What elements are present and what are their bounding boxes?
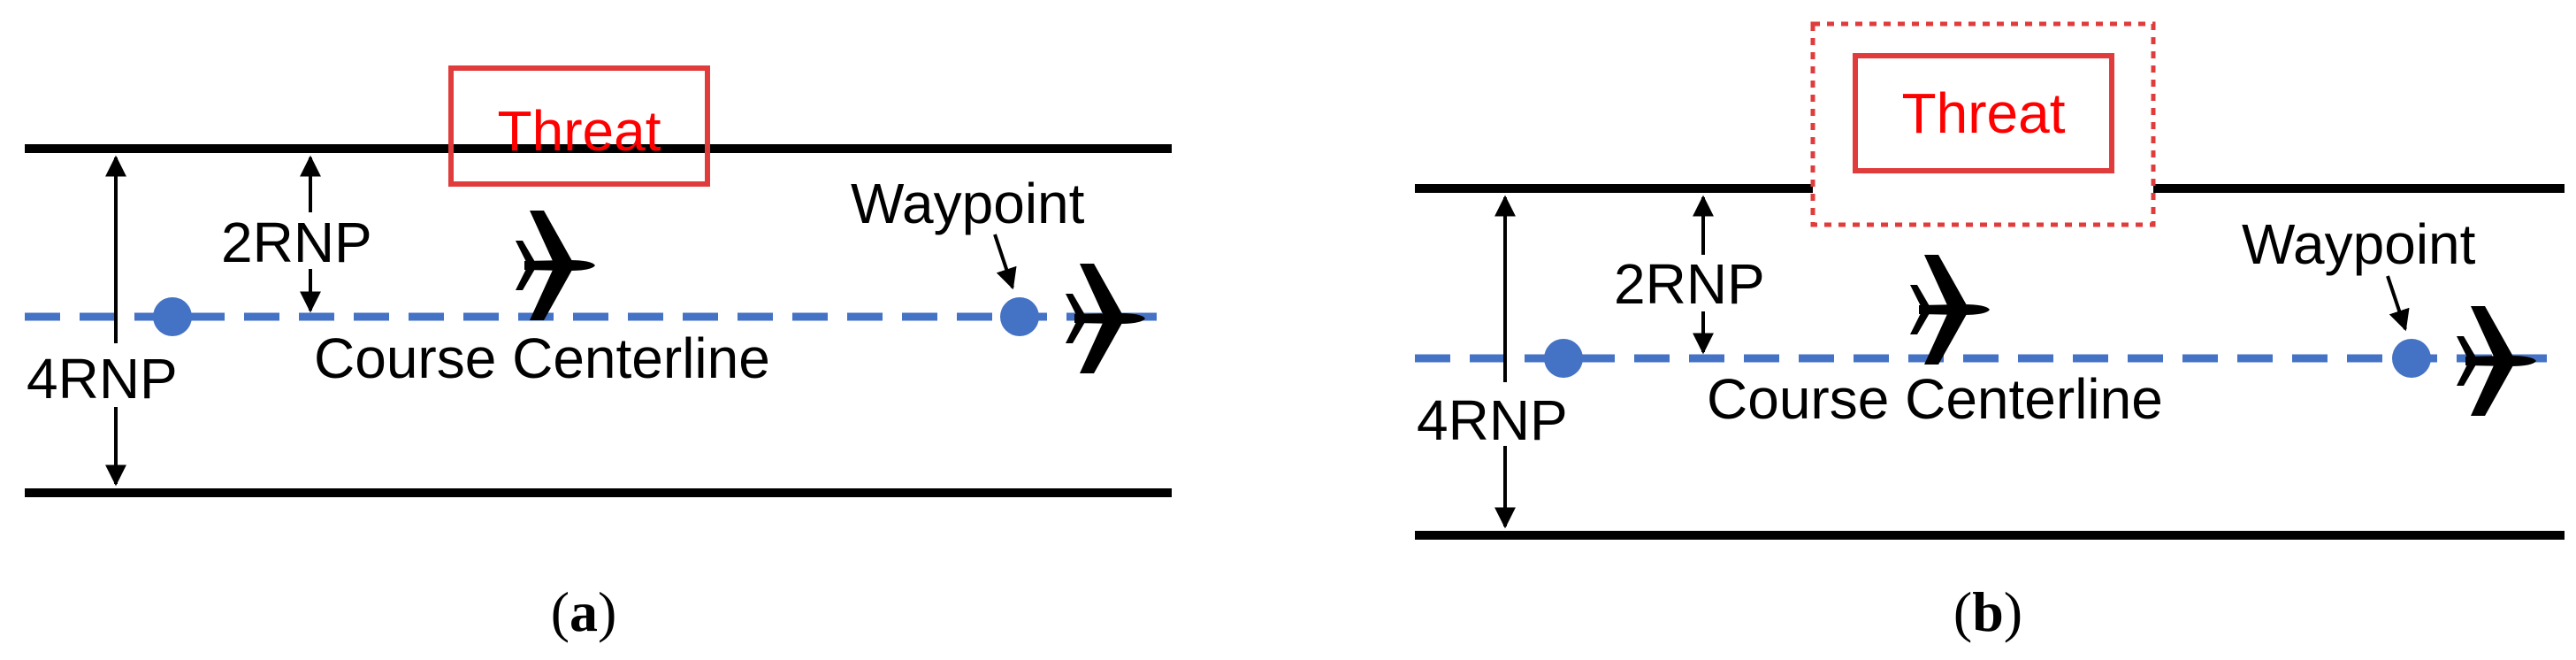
airplane-icon xyxy=(1910,255,1990,365)
waypoint-pointer-b xyxy=(2386,275,2410,332)
airplane-icon xyxy=(516,211,595,320)
waypoint-dot-b-1 xyxy=(1544,339,1583,378)
caption-b: (b) xyxy=(1953,580,2022,643)
threat-label-a: Threat xyxy=(498,99,661,163)
waypoint-dot-a-2 xyxy=(1000,297,1039,336)
threat-box-a xyxy=(448,65,710,187)
threat-label-b: Threat xyxy=(1902,81,2066,145)
waypoint-label-b: Waypoint xyxy=(2242,212,2476,276)
airplane-icon xyxy=(1066,264,1145,373)
caption-a: (a) xyxy=(551,580,617,643)
threat-box-b xyxy=(1853,53,2114,173)
waypoint-label-a: Waypoint xyxy=(851,172,1085,235)
half-width-label-a: 2RNP xyxy=(221,211,372,274)
waypoint-pointer-a xyxy=(993,234,1017,290)
waypoint-dot-a-1 xyxy=(153,297,192,336)
half-width-label-b: 2RNP xyxy=(1614,252,1765,316)
panel-a: Threat 4RNP 2RNP Course Centerline Waypo… xyxy=(18,65,1172,643)
centerline-label-a: Course Centerline xyxy=(314,326,770,390)
full-width-label-a: 4RNP xyxy=(27,347,178,411)
full-width-label-b: 4RNP xyxy=(1417,388,1568,452)
panel-b: Threat 4RNP 2RNP Course Centerline Waypo… xyxy=(1410,21,2565,643)
airplane-icon xyxy=(2457,306,2536,416)
waypoint-dot-b-2 xyxy=(2392,339,2431,378)
centerline-label-b: Course Centerline xyxy=(1707,367,2163,431)
